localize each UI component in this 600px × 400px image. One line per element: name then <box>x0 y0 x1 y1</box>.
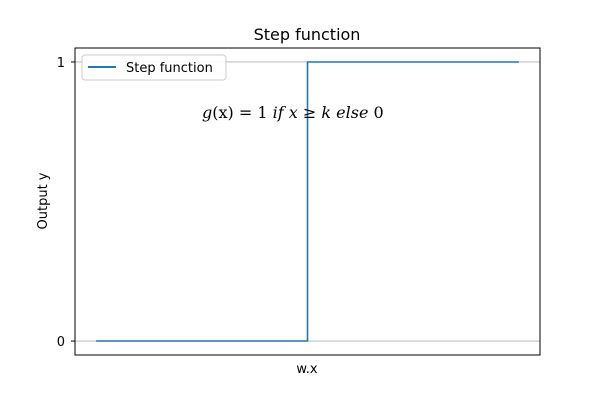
x-axis-label: w.x <box>296 362 318 377</box>
plot-area-frame <box>74 47 541 356</box>
y-axis-label: Output y <box>36 172 51 229</box>
series-line-0 <box>96 61 519 342</box>
formula-annotation: g(x) = 1 if x ≥ k else 0 <box>202 103 384 122</box>
formula-zero: 0 <box>368 103 383 122</box>
legend-label: Step function <box>126 61 213 76</box>
series-group <box>96 61 519 342</box>
y-tick-label-0: 0 <box>57 335 65 350</box>
formula-equals: = 1 <box>234 103 273 122</box>
formula-g: g <box>202 103 212 122</box>
formula-else: else <box>336 103 368 122</box>
y-axis-ticks: 01 <box>57 56 75 350</box>
formula-if: if <box>273 103 287 122</box>
y-tick-label-1: 1 <box>57 56 65 71</box>
legend: Step function <box>81 54 227 81</box>
formula-k: k <box>321 103 331 122</box>
formula-x: x <box>289 103 298 122</box>
legend-box <box>81 54 227 81</box>
formula-x-paren: (x) <box>212 103 234 122</box>
formula-ge: ≥ <box>298 103 322 122</box>
chart-title: Step function <box>254 25 361 44</box>
